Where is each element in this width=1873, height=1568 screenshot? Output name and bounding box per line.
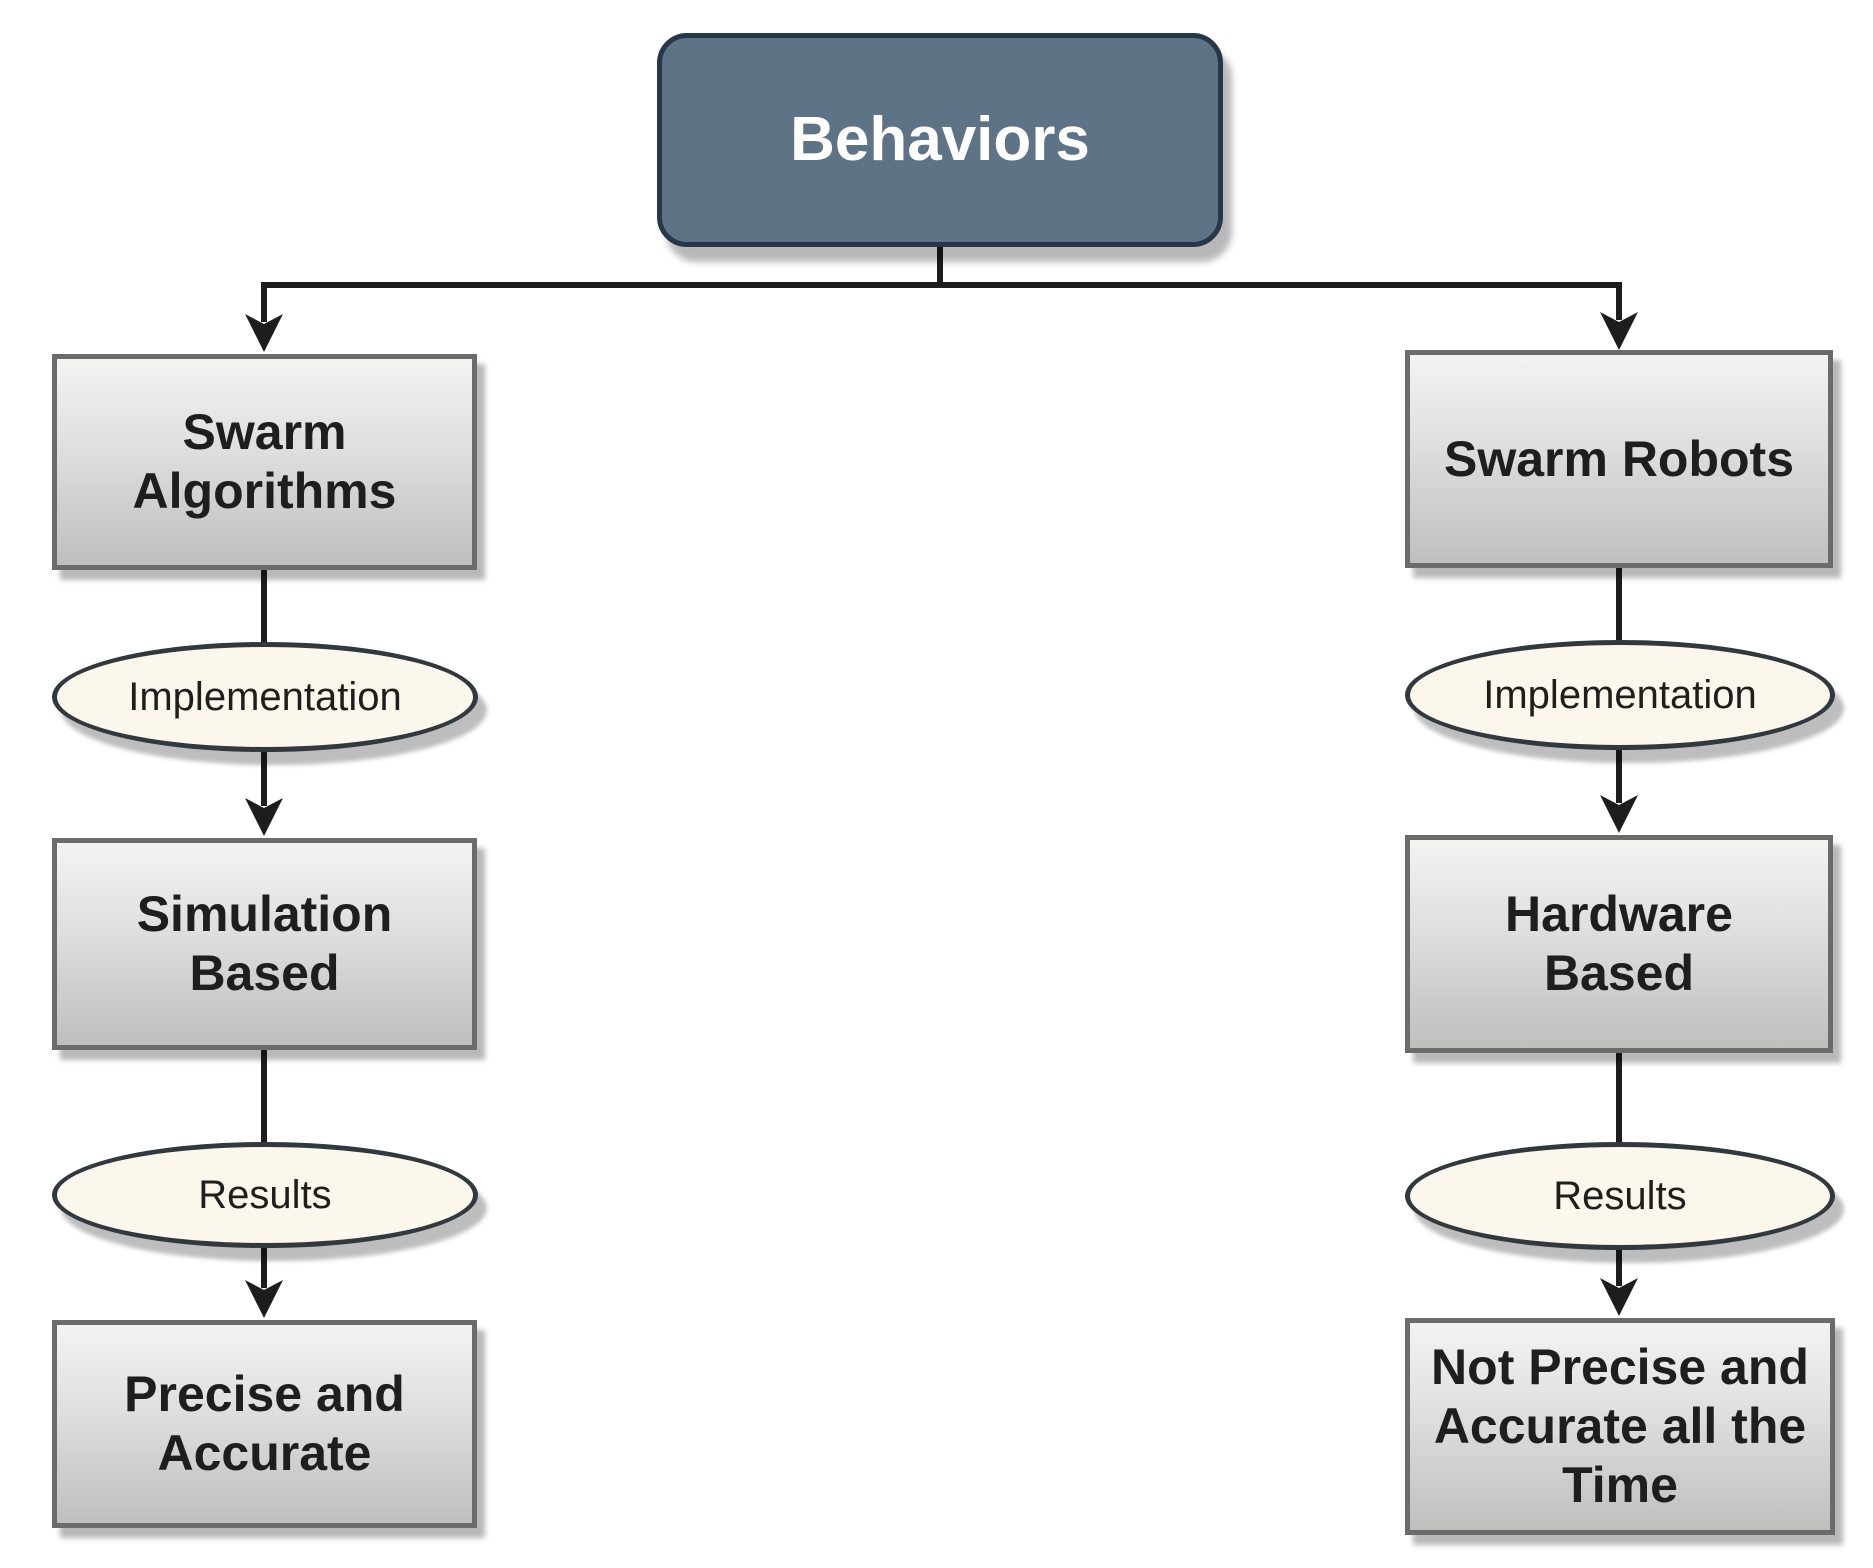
edge-branch-to-swarm-robots: [1600, 285, 1638, 350]
edge-results-to-precise-accurate: [245, 1246, 283, 1318]
swarm-algorithms-node: Swarm Algorithms: [52, 354, 477, 570]
results-right-label: Results: [1553, 1174, 1687, 1218]
behaviors-label: Behaviors: [790, 104, 1090, 174]
results-left-node: Results: [52, 1142, 478, 1248]
arrowhead: [1600, 1278, 1638, 1316]
hardware-based-node: Hardware Based: [1405, 835, 1833, 1053]
edge-branch-to-swarm-algorithms: [245, 285, 283, 352]
implementation-left-node: Implementation: [52, 642, 478, 752]
results-left-label: Results: [198, 1173, 332, 1217]
not-precise-node: Not Precise and Accurate all the Time: [1405, 1318, 1835, 1535]
swarm-robots-label: Swarm Robots: [1443, 430, 1795, 487]
swarm-robots-node: Swarm Robots: [1405, 350, 1833, 568]
edge-implementation-to-simulation-based: [245, 750, 283, 836]
edge-implementation-to-hardware-based: [1600, 749, 1638, 833]
swarm-algorithms-label: Swarm Algorithms: [132, 404, 397, 519]
edge-results-to-not-precise: [1600, 1249, 1638, 1316]
results-right-node: Results: [1405, 1142, 1835, 1250]
precise-accurate-node: Precise and Accurate: [52, 1320, 477, 1528]
simulation-based-node: Simulation Based: [52, 838, 477, 1050]
arrowhead: [245, 1280, 283, 1318]
simulation-based-label: Simulation Based: [136, 886, 393, 1001]
arrowhead: [245, 798, 283, 836]
implementation-right-node: Implementation: [1405, 640, 1835, 750]
arrowhead: [245, 314, 283, 352]
implementation-right-label: Implementation: [1483, 673, 1757, 717]
precise-accurate-label: Precise and Accurate: [124, 1366, 405, 1481]
edge-root-to-branch: [261, 247, 1622, 288]
not-precise-label: Not Precise and Accurate all the Time: [1431, 1339, 1809, 1513]
arrowhead: [1600, 312, 1638, 350]
arrowhead: [1600, 795, 1638, 833]
behaviors-node: Behaviors: [657, 33, 1223, 247]
implementation-left-label: Implementation: [128, 675, 402, 719]
hardware-based-label: Hardware Based: [1505, 886, 1733, 1001]
